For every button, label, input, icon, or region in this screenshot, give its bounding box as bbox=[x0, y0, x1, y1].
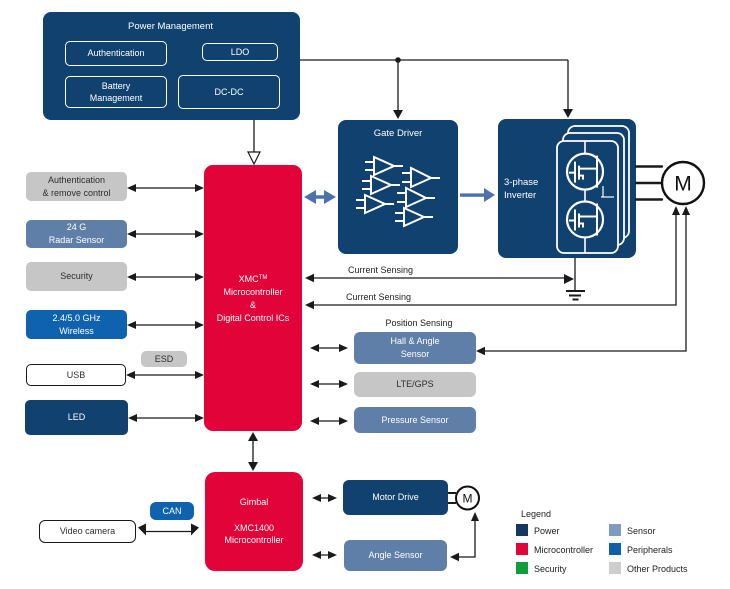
svg-text:M: M bbox=[674, 173, 692, 196]
svg-text:M: M bbox=[463, 492, 473, 506]
